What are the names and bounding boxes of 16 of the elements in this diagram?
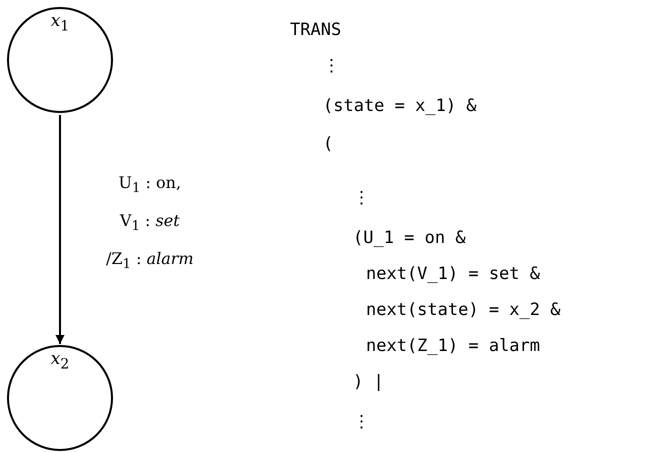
state-name: x$_{1}$ [50,13,70,34]
state-circle [7,345,113,451]
code-line: (U_1 = on & [353,230,466,247]
code-line: TRANS [290,22,342,39]
code-line: next(state) = x_2 & [366,302,560,319]
code-line: ) | [353,374,384,391]
state-circle [7,7,113,113]
arrow [56,115,64,344]
code-line: ⋮ [353,414,370,431]
code-line: (state = x_1) & [323,98,477,115]
code-line: ⋮ [353,190,370,207]
state-name: x$_{2}$ [50,351,70,372]
code-line: next(V_1) = set & [366,266,540,283]
code-line: next(Z_1) = alarm [366,338,540,355]
code-line: ⋮ [323,58,340,75]
code-line: ( [323,136,334,153]
